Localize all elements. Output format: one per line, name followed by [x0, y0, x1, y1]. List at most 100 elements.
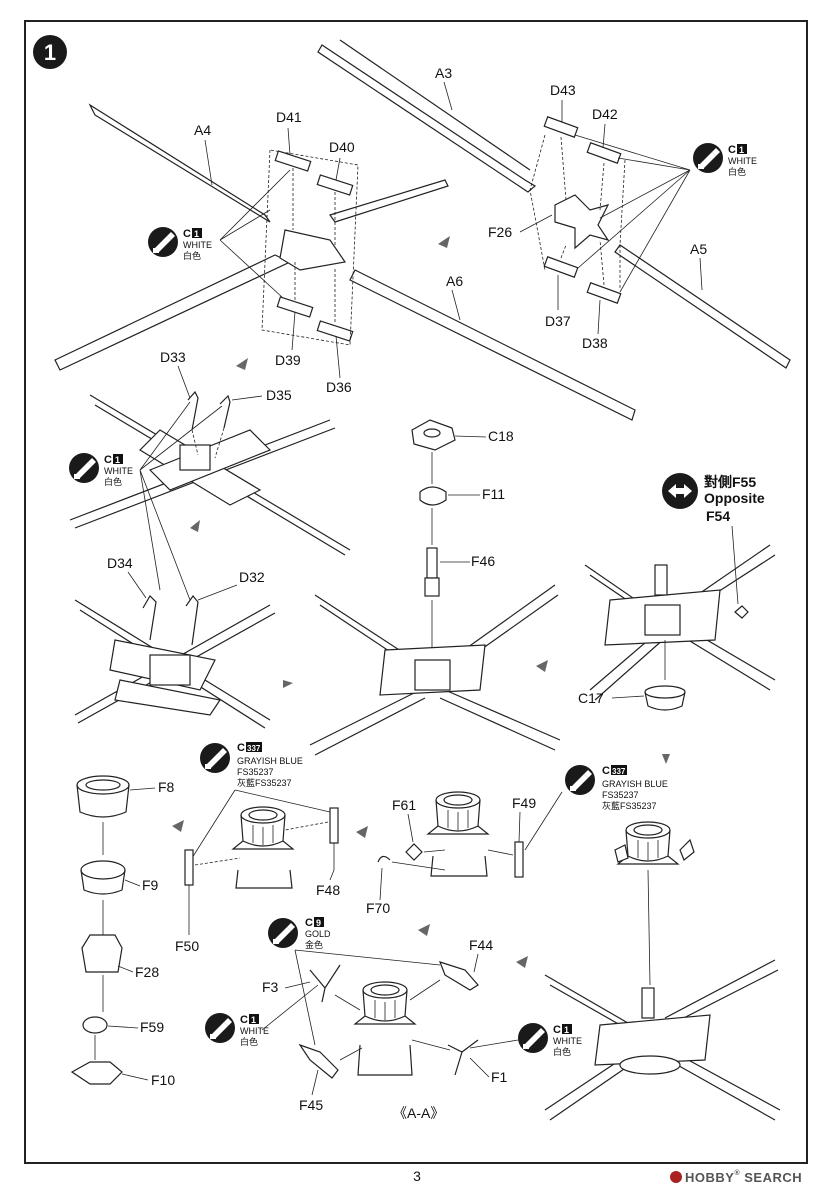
label-A6: A6 [446, 273, 463, 289]
flow-arrow-2 [236, 358, 248, 370]
svg-text:1: 1 [194, 229, 199, 239]
flow-arrow-10 [418, 924, 430, 936]
part-D36-shape [316, 320, 354, 342]
flow-arrow-9 [516, 956, 528, 968]
section-label-a-a: 《A-A》 [393, 1105, 444, 1121]
opposite-cn: 對側F55 [704, 474, 756, 490]
label-A4: A4 [194, 122, 211, 138]
part-F45-shape [298, 1043, 339, 1079]
blade-A4 [88, 103, 271, 223]
flow-arrow-1 [438, 236, 450, 248]
label-F11: F11 [482, 486, 505, 502]
paint-callout-white-3: C 1 WHITE 白色 [69, 401, 223, 601]
part-D43-shape [543, 116, 579, 138]
gearbox-f61-f70-f49 [377, 791, 524, 878]
watermark-registered: ® [734, 1170, 741, 1177]
part-F26-shape [554, 194, 610, 250]
svg-text:C: C [183, 228, 191, 240]
hub-assembly-d33 [69, 390, 351, 556]
label-D36: D36 [326, 379, 352, 395]
blade-A5 [614, 244, 791, 369]
part-D32-shape [185, 595, 199, 646]
label-F1: F1 [491, 1069, 508, 1085]
svg-text:WHITE: WHITE [240, 1026, 269, 1036]
blade-upper-right [329, 179, 449, 223]
label-D34: D34 [107, 555, 133, 571]
hub-plate [279, 229, 347, 271]
label-F48: F48 [316, 882, 340, 898]
label-F26: F26 [488, 224, 512, 240]
svg-text:白色: 白色 [240, 1036, 258, 1047]
svg-text:WHITE: WHITE [553, 1036, 582, 1046]
svg-text:C: C [305, 917, 313, 929]
paint-callout-grayish-blue-1: C 337 GRAYISH BLUE FS35237 灰藍FS35237 [191, 742, 331, 859]
part-D33-shape [187, 390, 199, 431]
label-D35: D35 [266, 387, 292, 403]
part-F8-shape [76, 775, 130, 795]
label-F61: F61 [392, 797, 416, 813]
label-D32: D32 [239, 569, 265, 585]
part-C18-shape [411, 419, 456, 451]
svg-text:WHITE: WHITE [728, 156, 757, 166]
label-D39: D39 [275, 352, 301, 368]
paint-callout-gold: C 9 GOLD 金色 [268, 917, 441, 1046]
svg-text:337: 337 [612, 767, 626, 776]
label-F54: F54 [706, 508, 730, 524]
svg-text:C: C [240, 1014, 248, 1026]
paint-callout-white-4: C 1 WHITE 白色 [205, 984, 319, 1047]
hub-assembly-right [584, 525, 776, 711]
part-F50-shape [184, 849, 194, 886]
label-F8: F8 [158, 779, 175, 795]
label-F44: F44 [469, 937, 493, 953]
svg-text:金色: 金色 [305, 939, 323, 950]
part-D42-shape [586, 142, 622, 164]
part-F28-shape [81, 934, 123, 973]
svg-text:FS35237: FS35237 [237, 767, 274, 777]
flow-arrow-8 [356, 826, 368, 838]
part-F48-shape [329, 807, 339, 844]
part-D38-shape [586, 282, 622, 304]
flow-arrow-4 [283, 680, 293, 688]
watermark: HOBBY® SEARCH [670, 1170, 802, 1185]
blade-assembly-right [317, 39, 791, 369]
part-D41-shape [274, 150, 312, 172]
label-A5: A5 [690, 241, 707, 257]
svg-text:C: C [728, 144, 736, 156]
svg-text:9: 9 [316, 918, 321, 928]
svg-text:白色: 白色 [104, 476, 122, 487]
part-F9-shape [80, 860, 126, 880]
svg-text:C: C [602, 765, 610, 777]
part-F46-shape [426, 547, 438, 579]
hub-assembly-d34 [74, 595, 276, 729]
opposite-callout: 對側F55 Opposite F54 [662, 473, 765, 524]
paint-callout-white-2: C 1 WHITE 白色 [574, 134, 757, 293]
svg-text:灰藍FS35237: 灰藍FS35237 [237, 777, 292, 788]
svg-text:白色: 白色 [728, 166, 746, 177]
flow-arrow-3 [190, 520, 200, 532]
part-D37-shape [543, 256, 579, 278]
hub-assembly-final [544, 959, 781, 1121]
watermark-suffix: SEARCH [744, 1170, 803, 1185]
label-D37: D37 [545, 313, 571, 329]
part-F10-shape [70, 1061, 123, 1085]
label-F45: F45 [299, 1097, 323, 1113]
label-F50: F50 [175, 938, 199, 954]
label-A3: A3 [435, 65, 452, 81]
svg-text:C: C [553, 1024, 561, 1036]
label-F9: F9 [142, 877, 159, 893]
svg-text:WHITE: WHITE [183, 240, 212, 250]
gearbox-a-a [298, 961, 479, 1079]
svg-text:1: 1 [739, 145, 744, 155]
svg-text:C: C [104, 454, 112, 466]
opposite-en: Opposite [704, 490, 765, 506]
flow-arrow-5 [536, 660, 548, 672]
svg-text:GRAYISH BLUE: GRAYISH BLUE [237, 756, 303, 766]
part-F70-shape [377, 855, 391, 863]
svg-text:337: 337 [247, 744, 261, 753]
part-F59-shape [82, 1016, 108, 1034]
rotor-head-center [309, 419, 561, 756]
label-D33: D33 [160, 349, 186, 365]
label-F70: F70 [366, 900, 390, 916]
